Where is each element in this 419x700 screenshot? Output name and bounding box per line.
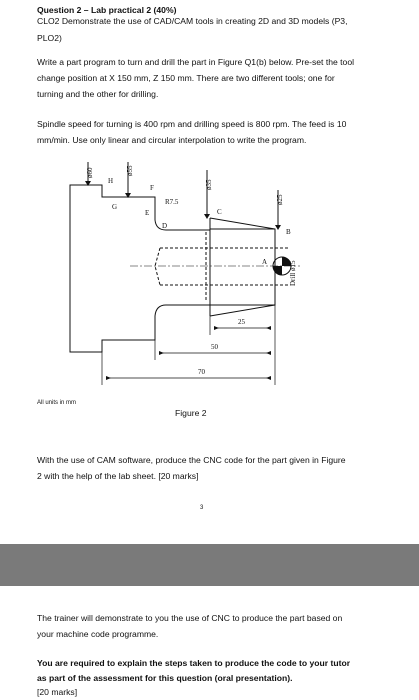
point-d: D (162, 222, 167, 230)
dim-50: 50 (211, 343, 219, 351)
dim-drill: Drill ø15 (289, 260, 297, 286)
instruction-line-1: Write a part program to turn and drill t… (37, 57, 355, 67)
page-number: 3 (200, 505, 204, 511)
point-g: G (112, 203, 117, 211)
point-e: E (145, 209, 149, 217)
requirement-line-1: You are required to explain the steps ta… (37, 658, 351, 668)
units-note: All units in mm (37, 400, 77, 406)
point-f: F (150, 184, 154, 192)
dim-70: 70 (198, 368, 206, 376)
point-h: H (108, 177, 113, 185)
point-c: C (217, 208, 222, 216)
clo-line-1: CLO2 Demonstrate the use of CAD/CAM tool… (37, 16, 348, 26)
question-heading: Question 2 – Lab practical 2 (40%) (37, 5, 177, 15)
part-profile (69, 184, 276, 353)
instruction-line-2: change position at X 150 mm, Z 150 mm. T… (37, 73, 335, 83)
speed-line-1: Spindle speed for turning is 400 rpm and… (37, 119, 347, 129)
point-a: A (262, 258, 267, 266)
page-break-gap (0, 544, 419, 586)
taper-top (209, 217, 276, 230)
trainer-line-2: your machine code programme. (37, 629, 159, 639)
point-b: B (286, 228, 291, 236)
trainer-line-1: The trainer will demonstrate to you the … (37, 613, 343, 623)
clo-line-2: PLO2) (37, 33, 62, 43)
instruction-line-3: turning and the other for drilling. (37, 89, 159, 99)
figure-caption: Figure 2 (175, 408, 207, 418)
drill-hidden-lines (154, 247, 290, 286)
dim-radius: R7.5 (165, 198, 179, 206)
dim-d35: ø35 (205, 179, 213, 190)
dim-d25: ø25 (276, 194, 284, 205)
speed-line-2: mm/min. Use only linear and circular int… (37, 135, 307, 145)
requirement-line-2: as part of the assessment for this quest… (37, 673, 293, 683)
part-drawing: ø60 ø55 ø35 ø25 Drill ø15 R7.5 25 50 70 … (69, 162, 300, 385)
dim-d60: ø60 (86, 167, 94, 178)
cam-line-1: With the use of CAM software, produce th… (37, 455, 346, 465)
dim-25: 25 (238, 318, 246, 326)
marks-label: [20 marks] (37, 687, 78, 697)
taper-bottom (209, 304, 276, 317)
dim-d55: ø55 (126, 165, 134, 176)
cam-line-2: 2 with the help of the lab sheet. [20 ma… (37, 471, 199, 481)
